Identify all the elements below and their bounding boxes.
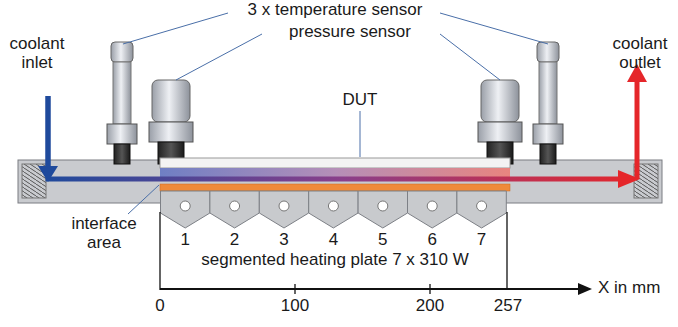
heating-segments [161, 191, 507, 228]
caption-label: segmented heating plate 7 x 310 W [201, 250, 468, 269]
segment-number: 1 [180, 230, 189, 249]
part-label: DUT [343, 90, 378, 109]
leader-line [440, 13, 548, 44]
mounting-hole [427, 201, 437, 211]
tick-label: 200 [416, 296, 444, 315]
outlet-arrow [635, 80, 640, 179]
pressure-sensor [149, 80, 193, 164]
leader-line [128, 185, 159, 214]
heating-segment [457, 191, 506, 228]
callout-label: interface area [62, 214, 146, 252]
segment-number: 5 [378, 230, 387, 249]
axis-arrowhead [578, 283, 592, 295]
segment-number: 3 [279, 230, 288, 249]
coolant-flow [48, 96, 620, 179]
tick [429, 284, 430, 294]
tick-label: 257 [494, 296, 522, 315]
heating-segment [210, 191, 259, 228]
segment-number: 7 [477, 230, 486, 249]
heating-plate-top [160, 184, 510, 191]
tick-label: 0 [155, 296, 164, 315]
extension-line [159, 212, 160, 290]
axis-line [160, 288, 580, 290]
temperature-sensor [533, 42, 563, 164]
temperature-sensor [107, 42, 137, 164]
interface-band [160, 168, 510, 177]
extension-line [506, 212, 507, 290]
segment-number: 4 [329, 230, 338, 249]
leader-line [360, 111, 361, 157]
leader-line [123, 13, 228, 44]
mounting-hole [230, 201, 240, 211]
heating-segment [358, 191, 407, 228]
tick-label: 100 [281, 296, 309, 315]
heating-segment [309, 191, 358, 228]
x-axis [160, 212, 580, 294]
callout-label: pressure sensor [289, 22, 411, 41]
heating-segment [259, 191, 308, 228]
dut-plate [160, 158, 510, 168]
mounting-hole [279, 201, 289, 211]
port-label: coolant inlet [4, 34, 70, 72]
tick [294, 284, 295, 294]
pressure-sensor [478, 80, 522, 164]
leader-line [176, 34, 262, 80]
segment-number: 6 [427, 230, 436, 249]
heating-segment [408, 191, 457, 228]
port-label: coolant outlet [604, 34, 676, 72]
heating-segment [161, 191, 210, 228]
mounting-hole [378, 201, 388, 211]
callout-label: 3 x temperature sensor [248, 0, 423, 19]
mounting-hole [328, 201, 338, 211]
inlet-arrow [46, 96, 51, 172]
mounting-hole [477, 201, 487, 211]
leader-lines [123, 13, 548, 214]
mounting-hole [180, 201, 190, 211]
segment-number: 2 [230, 230, 239, 249]
leader-line [440, 34, 500, 80]
axis-title: X in mm [598, 278, 660, 297]
inlet-arrowhead [38, 166, 58, 182]
